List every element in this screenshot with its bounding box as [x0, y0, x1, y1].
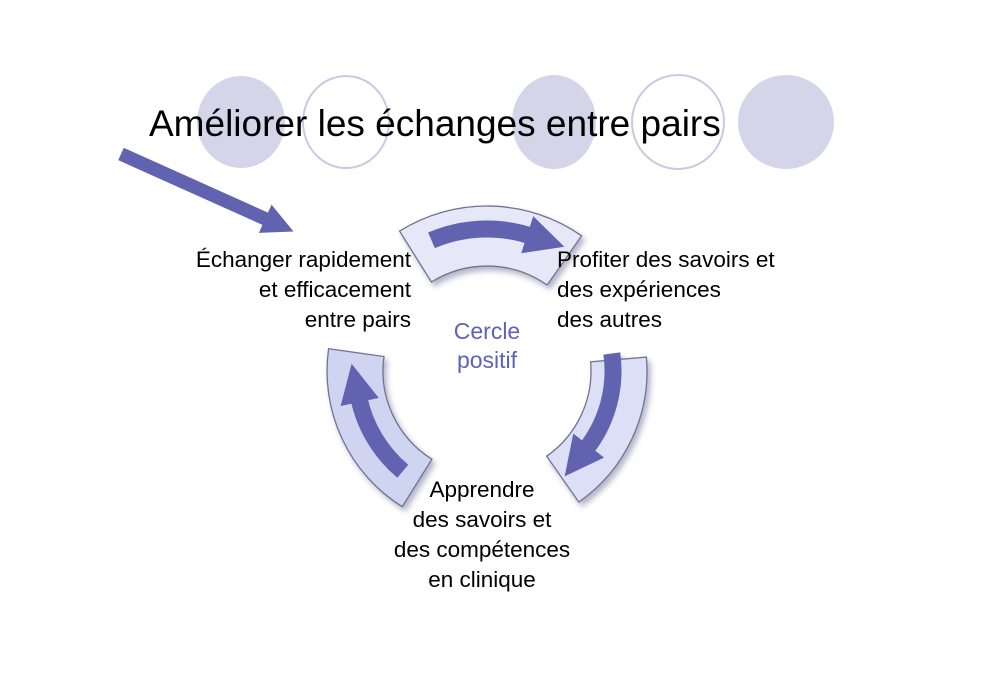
label-line: Profiter des savoirs et: [557, 247, 775, 272]
label-line: des savoirs et: [412, 507, 552, 532]
label-line: entre pairs: [304, 307, 411, 332]
cycle-step-label-left: Échanger rapidement et efficacement entr…: [150, 245, 411, 335]
diagonal-arrow-icon: [118, 147, 294, 233]
cycle-segment-right: [545, 352, 648, 504]
label-line: des expériences: [557, 277, 721, 302]
slide-title: Améliorer les échanges entre pairs: [149, 103, 721, 144]
cycle-segment-left: [326, 347, 433, 508]
decor-circle-band: [197, 74, 834, 170]
label-line: Échanger rapidement: [195, 247, 411, 272]
label-line: Apprendre: [429, 477, 535, 502]
wedge-top-shape: [398, 205, 583, 286]
decor-circle-filled: [512, 75, 596, 169]
curved-arrow-up-icon: [340, 363, 409, 478]
label-line: Cercle: [453, 318, 521, 344]
cycle-step-label-bottom: Apprendre des savoirs et des compétences…: [332, 475, 632, 595]
decor-circle-outlined: [631, 74, 725, 170]
curved-arrow-right-icon: [428, 216, 565, 254]
decor-circle-outlined: [302, 75, 390, 169]
curved-arrow-down-icon: [564, 352, 622, 477]
label-line: des compétences: [393, 537, 571, 562]
label-line: positif: [456, 347, 518, 373]
decor-circle-filled: [197, 76, 285, 168]
label-line: des autres: [557, 307, 663, 332]
label-line: en clinique: [428, 567, 536, 592]
label-line: et efficacement: [258, 277, 411, 302]
decor-circle-filled: [738, 75, 834, 169]
cycle-step-label-right: Profiter des savoirs et des expériences …: [557, 245, 827, 335]
cycle-center-label: Cercle positif: [387, 317, 587, 375]
cycle-segment-top: [398, 205, 583, 286]
